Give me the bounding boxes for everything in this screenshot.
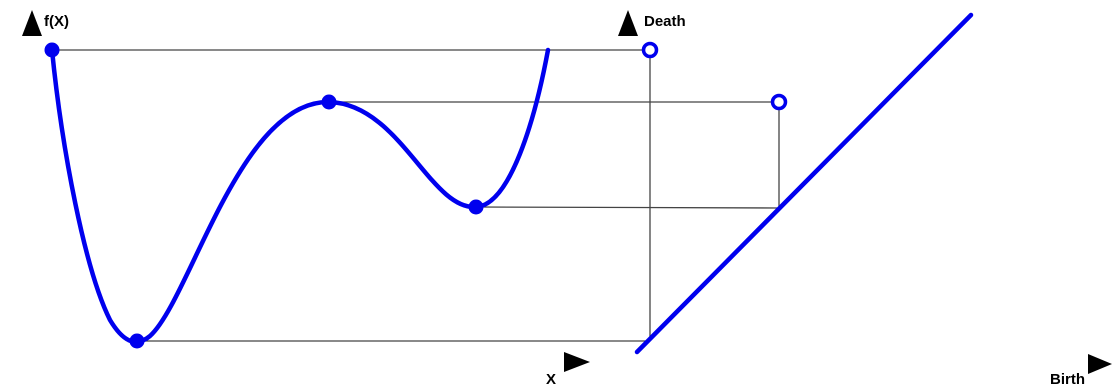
right-y-axis-arrowhead: [618, 10, 638, 36]
function-curve: [49, 47, 551, 345]
critical-point-local-maximum: [321, 94, 337, 110]
left-y-axis-arrowhead: [22, 10, 42, 36]
right-x-axis: [604, 354, 1112, 374]
left-y-axis-label: f(X): [44, 13, 69, 30]
connector-lines: [52, 49, 780, 342]
critical-point-local-minimum: [468, 199, 484, 215]
critical-point-global-minimum: [129, 333, 145, 349]
left-x-axis-label: X: [546, 371, 556, 385]
left-x-axis: [8, 352, 590, 372]
right-y-axis-label: Death: [644, 13, 686, 30]
right-y-axis: [618, 10, 638, 380]
right-x-axis-label: Birth: [1050, 371, 1085, 385]
left-x-axis-arrowhead: [564, 352, 590, 372]
left-y-axis: [22, 10, 42, 372]
persistence-point-local: [770, 93, 788, 111]
persistence-point-global: [641, 41, 659, 59]
critical-point-global-maximum-endpoint: [44, 42, 60, 58]
right-x-axis-arrowhead: [1088, 354, 1112, 374]
diagonal-line: [634, 12, 974, 355]
